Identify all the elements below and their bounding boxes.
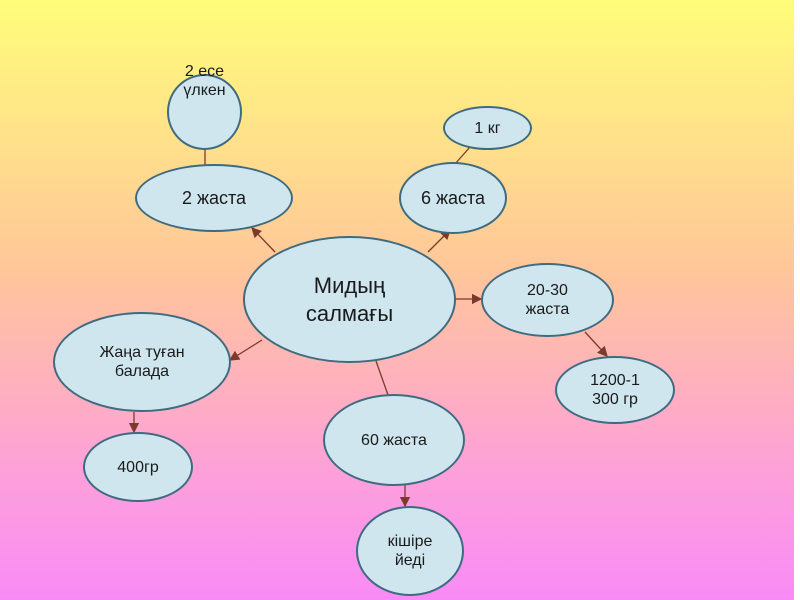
node-6-years-label: 6 жаста — [420, 188, 486, 208]
slide-edge — [794, 0, 800, 600]
node-1200-1300-label: 1200-1 300 гр — [590, 372, 640, 408]
node-2-times-bigger: 2 есе үлкен — [167, 63, 242, 150]
center-node: Мидың салмағы — [243, 236, 456, 363]
node-400g-label: 400гр — [117, 458, 159, 476]
node-1200-1300: 1200-1 300 гр — [555, 356, 675, 424]
node-1-kg-label: 1 кг — [474, 119, 501, 137]
node-2-years: 2 жаста — [135, 164, 293, 232]
node-shrinks-label: кішіре йеді — [387, 533, 433, 569]
node-400g: 400гр — [83, 432, 193, 502]
edge-center-to-newborn — [228, 339, 263, 361]
edge-center-to-2-years — [251, 227, 276, 253]
node-newborn: Жаңа туған балада — [53, 312, 231, 412]
edge-center-to-60-years — [375, 360, 389, 396]
center-label: Мидың салмағы — [305, 272, 394, 326]
node-20-30-years: 20-30 жаста — [481, 263, 614, 337]
node-20-30-label: 20-30 жаста — [525, 282, 570, 318]
node-60-years-label: 60 жаста — [361, 431, 427, 449]
edge-6-years-to-1-kg — [454, 146, 471, 165]
node-6-years: 6 жаста — [399, 162, 507, 234]
node-2-years-label: 2 жаста — [181, 188, 247, 208]
node-shrinks: кішіре йеді — [356, 506, 464, 596]
node-1-kg: 1 кг — [443, 106, 532, 150]
edge-20-30-to-range — [584, 331, 608, 357]
node-2-times-label: 2 есе үлкен — [183, 63, 226, 99]
node-newborn-label: Жаңа туған балада — [99, 344, 185, 380]
node-60-years: 60 жаста — [323, 394, 465, 486]
